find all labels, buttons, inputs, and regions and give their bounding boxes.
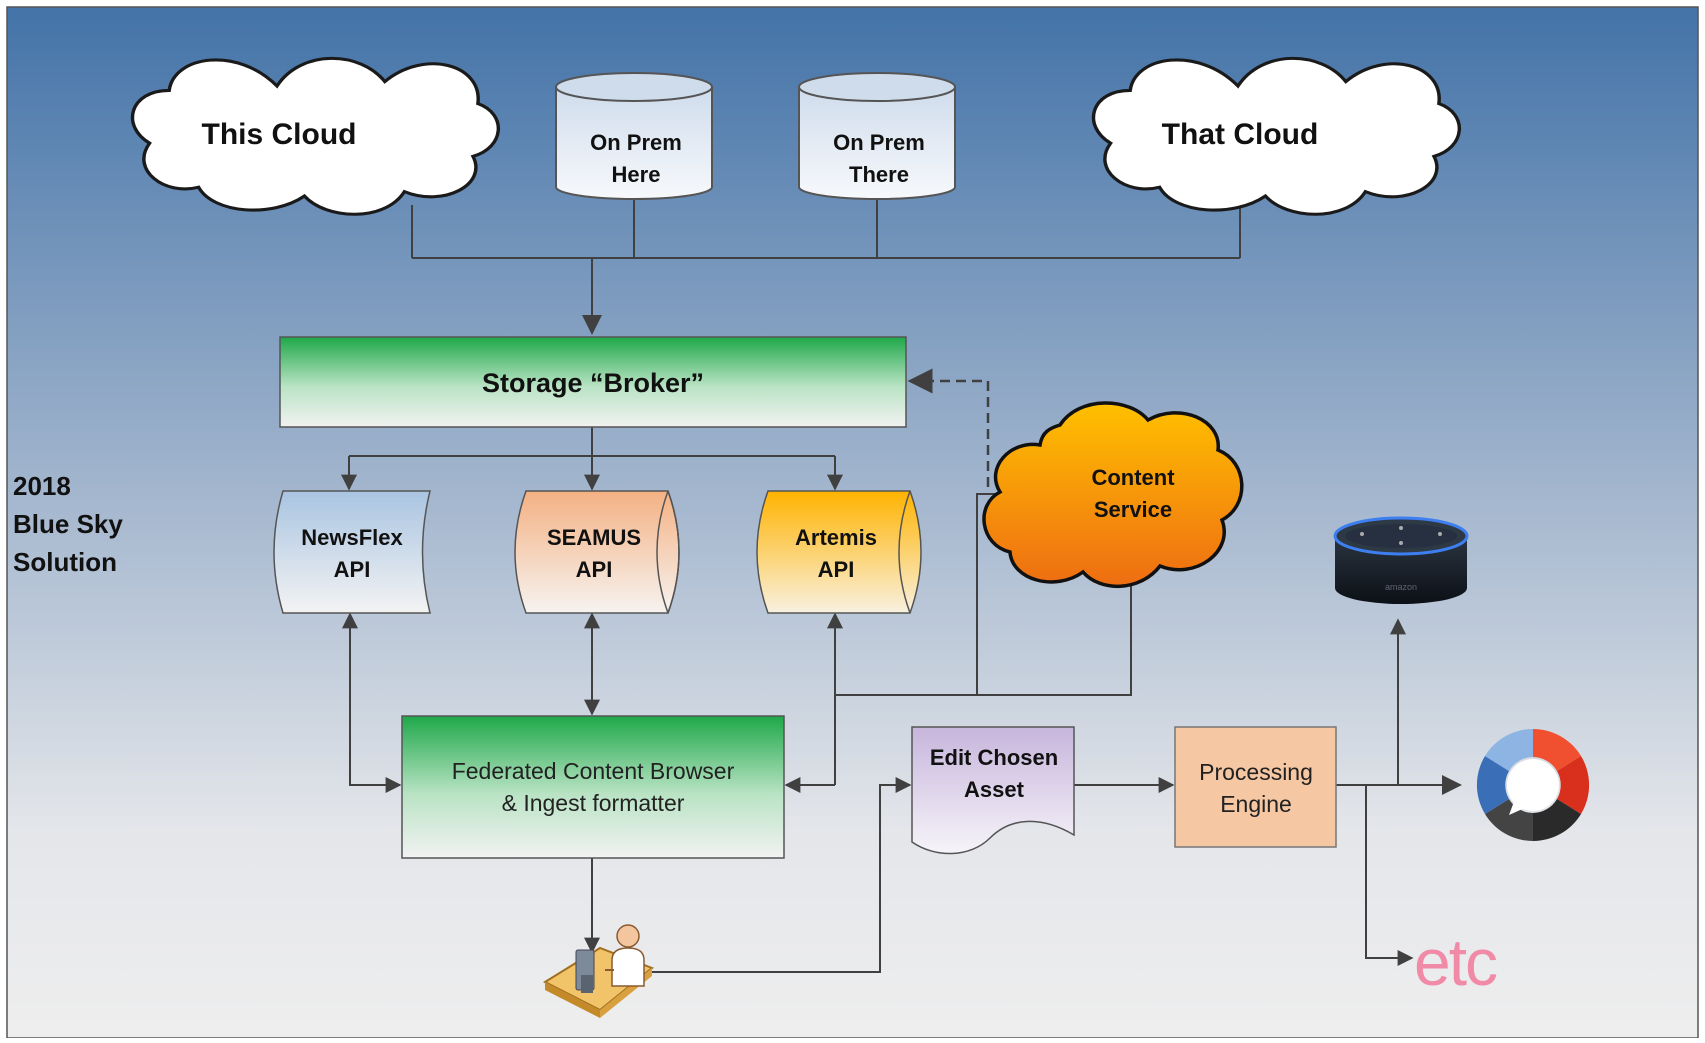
seamus-api-line1: SEAMUS xyxy=(547,525,641,550)
on-prem-there-line2: There xyxy=(849,162,909,187)
newsflex-api-line2: API xyxy=(334,557,371,582)
newsflex-api-line1: NewsFlex xyxy=(301,525,403,550)
on-prem-here: On Prem Here xyxy=(555,72,713,200)
artemis-api-line2: API xyxy=(818,557,855,582)
artemis-api-line1: Artemis xyxy=(795,525,877,550)
connector-content-service-to-broker xyxy=(907,368,990,487)
title-solution: Solution xyxy=(13,547,117,577)
database-icon xyxy=(798,87,956,200)
content-service-line1: Content xyxy=(1091,465,1175,490)
federated-content-browser: Federated Content Browser & Ingest forma… xyxy=(401,715,785,859)
on-prem-there-line1: On Prem xyxy=(833,130,925,155)
on-prem-there: On Prem There xyxy=(798,72,956,200)
edit-chosen-asset: Edit Chosen Asset xyxy=(911,726,1075,855)
connector-content-service-bottom xyxy=(835,585,1132,696)
on-prem-here-line1: On Prem xyxy=(590,130,682,155)
connectors xyxy=(341,198,1462,973)
that-cloud-label: That Cloud xyxy=(1162,118,1319,151)
edit-asset-line2: Asset xyxy=(964,777,1025,802)
browser-line2: & Ingest formatter xyxy=(502,790,685,816)
seamus-api: SEAMUS API xyxy=(514,490,680,614)
etc-label: etc xyxy=(1414,925,1497,999)
ring-logo-icon xyxy=(1476,728,1590,842)
storage-broker-label: Storage “Broker” xyxy=(482,368,704,398)
connector-user-to-edit xyxy=(650,777,912,973)
browser-line1: Federated Content Browser xyxy=(452,758,735,784)
title-block: 2018 Blue Sky Solution xyxy=(13,471,123,577)
title-blue-sky: Blue Sky xyxy=(13,509,123,539)
engine-line1: Processing xyxy=(1199,759,1313,785)
content-service-line2: Service xyxy=(1094,497,1172,522)
connector-to-etc xyxy=(1365,785,1414,966)
on-prem-here-line2: Here xyxy=(612,162,661,187)
database-icon xyxy=(555,87,713,200)
content-service: Content Service xyxy=(982,401,1244,588)
smart-speaker-icon: amazon xyxy=(1333,516,1469,604)
storage-broker: Storage “Broker” xyxy=(279,336,907,428)
title-year: 2018 xyxy=(13,471,71,501)
this-cloud: This Cloud xyxy=(130,56,501,216)
that-cloud: That Cloud xyxy=(1091,56,1462,216)
smart-speaker-brand: amazon xyxy=(1385,582,1417,592)
engine-line2: Engine xyxy=(1220,791,1292,817)
artemis-api: Artemis API xyxy=(756,490,922,614)
this-cloud-label: This Cloud xyxy=(202,118,357,151)
user-at-computer-icon xyxy=(542,924,654,1018)
processing-engine: Processing Engine xyxy=(1174,726,1337,848)
edit-asset-line1: Edit Chosen xyxy=(930,745,1058,770)
newsflex-api: NewsFlex API xyxy=(273,490,431,614)
seamus-api-line2: API xyxy=(576,557,613,582)
